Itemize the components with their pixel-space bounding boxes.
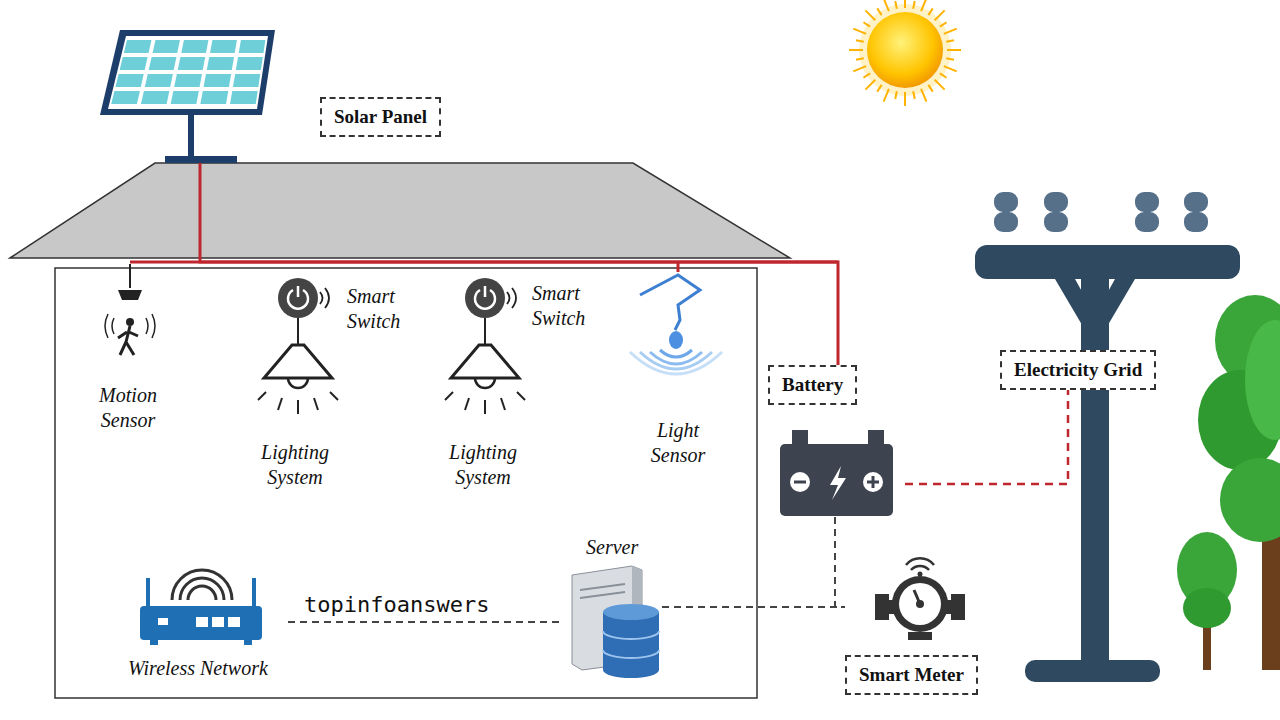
connector [288, 621, 562, 623]
smart-switch-icon [258, 278, 338, 414]
sun [849, 0, 961, 106]
label-box: Battery [768, 365, 857, 405]
house-wall [55, 268, 757, 698]
smart-switch-icon [445, 278, 525, 414]
smart-meter: Smart Meter [845, 560, 1010, 695]
battery-icon [780, 430, 893, 516]
smart-meter-icon [875, 558, 965, 640]
server-icon [572, 566, 659, 678]
server: Server [562, 535, 662, 675]
light-sensor-icon [630, 275, 722, 374]
roof [10, 163, 790, 258]
solar-panel: Solar Panel [95, 28, 470, 163]
device-label: Light Sensor [632, 418, 724, 468]
device-label: Lighting System [245, 440, 345, 490]
label-box: Solar Panel [320, 97, 441, 137]
electricity-grid: Electricity Grid [1000, 350, 1156, 390]
connector [905, 390, 1068, 484]
node-caption: Wireless Network [128, 656, 268, 680]
label-box: Electricity Grid [1000, 350, 1156, 390]
device-label: Motion Sensor [82, 383, 174, 433]
device-label: Lighting System [433, 440, 533, 490]
device-label: Smart Switch [532, 281, 612, 331]
electricity-pole [975, 192, 1240, 682]
tree [1177, 295, 1280, 670]
battery: Battery [768, 365, 905, 517]
device-label: Smart Switch [347, 284, 427, 334]
solar-panel-icon [100, 30, 275, 163]
motion-sensor-icon [105, 264, 155, 355]
wireless-network: Wireless Network [108, 570, 288, 680]
connector [835, 517, 845, 607]
router-icon [140, 570, 262, 645]
connector [662, 606, 845, 608]
label-box: Smart Meter [845, 655, 978, 695]
node-caption: Server [586, 535, 638, 559]
watermark: topinfoanswers [302, 592, 491, 617]
connector [200, 163, 838, 365]
